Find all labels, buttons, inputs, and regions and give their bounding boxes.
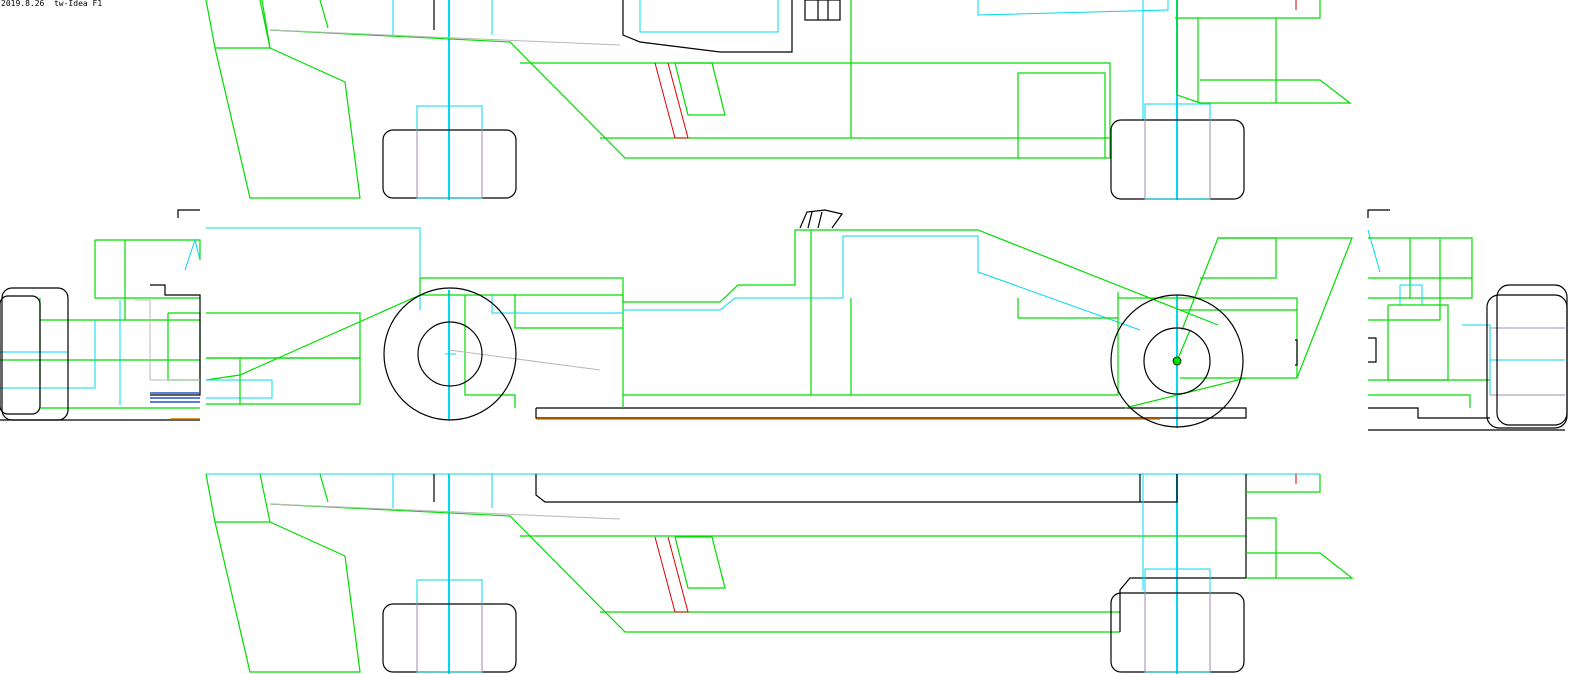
monocoque	[420, 277, 624, 408]
airbox-top	[804, 0, 841, 21]
rear-view	[1367, 209, 1568, 431]
front-view	[0, 209, 201, 421]
rear-wing	[1176, 0, 1352, 104]
front-wing-endplate	[205, 0, 271, 49]
front-wing-side	[206, 357, 361, 405]
floor-plank	[535, 407, 1247, 419]
front-tire-front	[1, 287, 69, 421]
floor-outline-bottom	[535, 474, 1141, 503]
top-view	[205, 0, 1352, 200]
rear-rim-side	[1143, 327, 1211, 395]
chassis-outline	[269, 29, 1111, 159]
front-wing-main	[214, 47, 361, 199]
front-rim-side	[417, 321, 483, 387]
cockpit-opening	[622, 0, 793, 53]
sidepod-inlet	[674, 62, 726, 116]
engine-cover	[622, 229, 1219, 326]
side-view	[205, 209, 1353, 428]
rear-wing-side	[1180, 237, 1353, 379]
sidepod-red-detail	[654, 62, 689, 139]
front-wheel-side	[383, 287, 517, 421]
rear-wheel-side	[1110, 294, 1244, 428]
date-title-stamp: 2019.8.26 tw-Idea F1	[1, 0, 103, 8]
bottom-view	[205, 473, 1354, 674]
rear-hub-side	[1172, 356, 1182, 366]
airbox-intake	[799, 209, 844, 229]
rear-tire-rear	[1486, 294, 1568, 429]
